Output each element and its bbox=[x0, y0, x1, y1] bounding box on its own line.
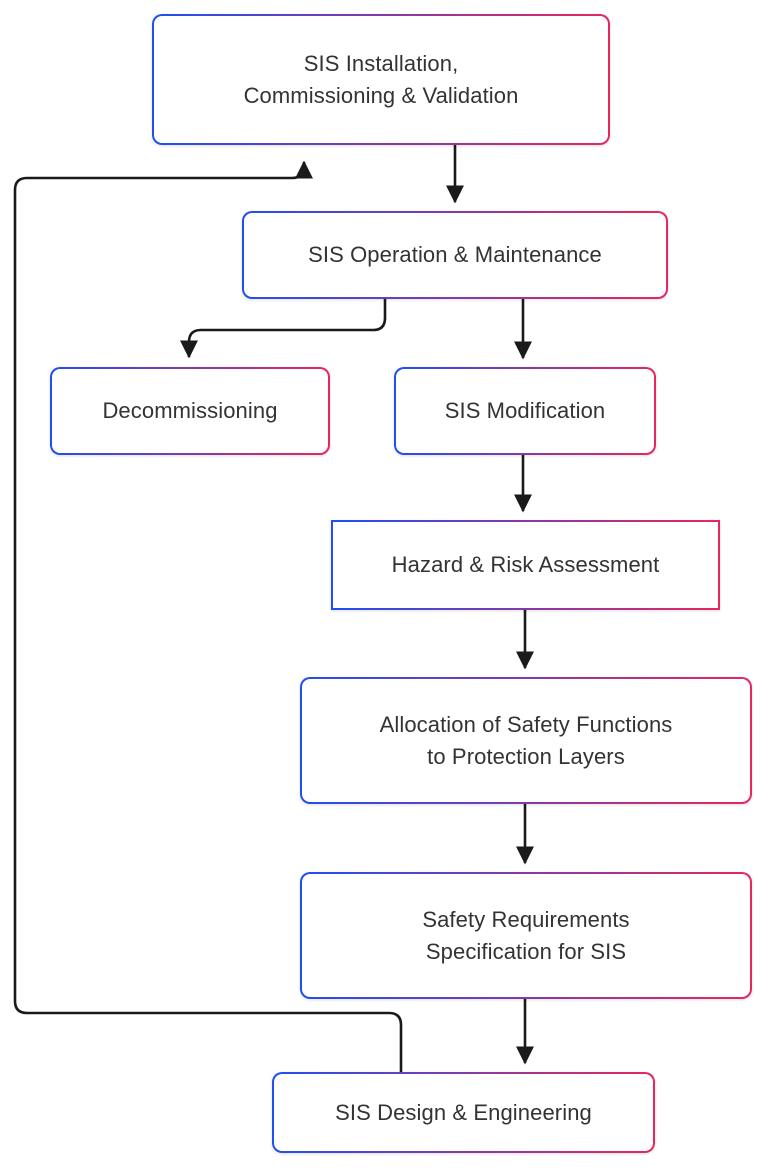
node-sis-modification[interactable]: SIS Modification bbox=[394, 367, 656, 455]
node-label-line1: Decommissioning bbox=[102, 398, 278, 424]
node-label-line1: SIS Design & Engineering bbox=[335, 1099, 592, 1125]
node-label-line1: SIS Modification bbox=[444, 398, 606, 424]
node-label-line2: Specification for SIS bbox=[425, 938, 627, 964]
node-hazard-risk-assessment[interactable]: Hazard & Risk Assessment bbox=[331, 520, 720, 610]
node-decommissioning[interactable]: Decommissioning bbox=[50, 367, 330, 455]
node-label-line2: to Protection Layers bbox=[427, 743, 625, 769]
node-label-line1: Allocation of Safety Functions bbox=[379, 712, 673, 738]
node-label-line1: SIS Installation, bbox=[303, 51, 459, 77]
node-label-line2: Commissioning & Validation bbox=[243, 82, 519, 108]
node-label-line1: SIS Operation & Maintenance bbox=[308, 242, 602, 268]
node-sis-installation-commissioning-validation[interactable]: SIS Installation, Commissioning & Valida… bbox=[152, 14, 610, 145]
node-sis-design-engineering[interactable]: SIS Design & Engineering bbox=[272, 1072, 655, 1153]
edge-operation-to-decommissioning bbox=[179, 299, 387, 359]
node-safety-requirements-specification[interactable]: Safety Requirements Specification for SI… bbox=[300, 872, 752, 999]
node-allocation-of-safety-functions[interactable]: Allocation of Safety Functions to Protec… bbox=[300, 677, 752, 804]
node-sis-operation-maintenance[interactable]: SIS Operation & Maintenance bbox=[242, 211, 668, 299]
node-label-line1: Safety Requirements bbox=[422, 907, 630, 933]
node-label-line1: Hazard & Risk Assessment bbox=[391, 552, 660, 578]
